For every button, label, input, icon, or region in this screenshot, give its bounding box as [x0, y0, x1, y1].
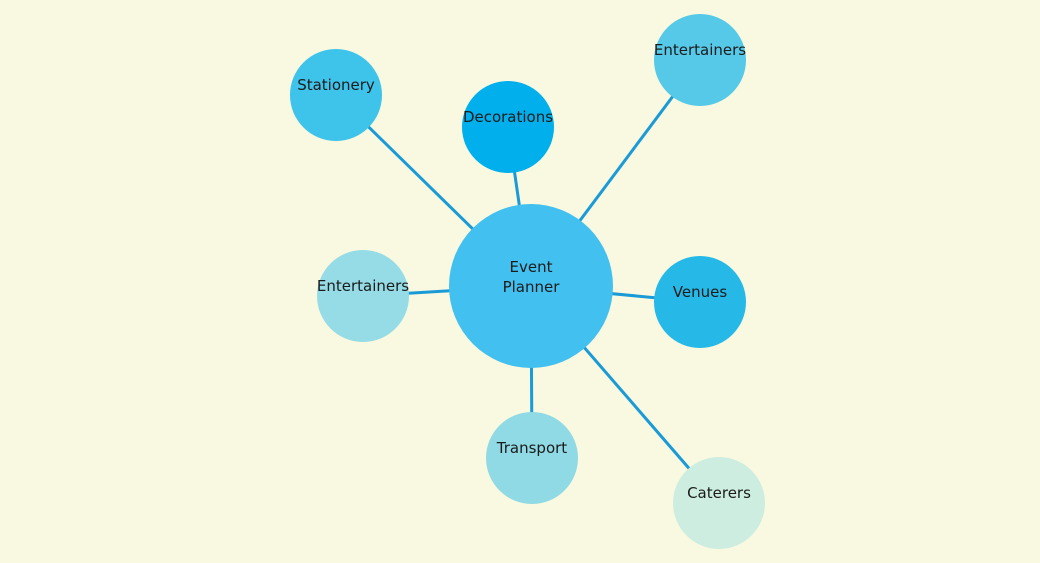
node-entertainers-2[interactable]: Entertainers [654, 14, 746, 106]
node-circle [486, 412, 578, 504]
node-circle [317, 250, 409, 342]
node-label: Stationery [297, 76, 375, 94]
node-label: Venues [673, 283, 728, 301]
node-caterers-6[interactable]: Caterers [673, 457, 765, 549]
node-label: Transport [496, 439, 568, 457]
node-label: Decorations [463, 108, 553, 126]
node-circle [462, 81, 554, 173]
center-label-line1: Event [510, 258, 553, 276]
node-circle [673, 457, 765, 549]
node-label: Entertainers [654, 41, 746, 59]
center-circle [449, 204, 613, 368]
node-circle [290, 49, 382, 141]
node-stationery-0[interactable]: Stationery [290, 49, 382, 141]
node-label: Caterers [687, 484, 751, 502]
center-label-line2: Planner [503, 278, 561, 296]
node-circle [654, 14, 746, 106]
node-venues-4[interactable]: Venues [654, 256, 746, 348]
node-transport-5[interactable]: Transport [486, 412, 578, 504]
node-entertainers-3[interactable]: Entertainers [317, 250, 409, 342]
node-circle [654, 256, 746, 348]
node-decorations-1[interactable]: Decorations [462, 81, 554, 173]
node-label: Entertainers [317, 277, 409, 295]
center-node[interactable]: Event Planner [449, 204, 613, 368]
